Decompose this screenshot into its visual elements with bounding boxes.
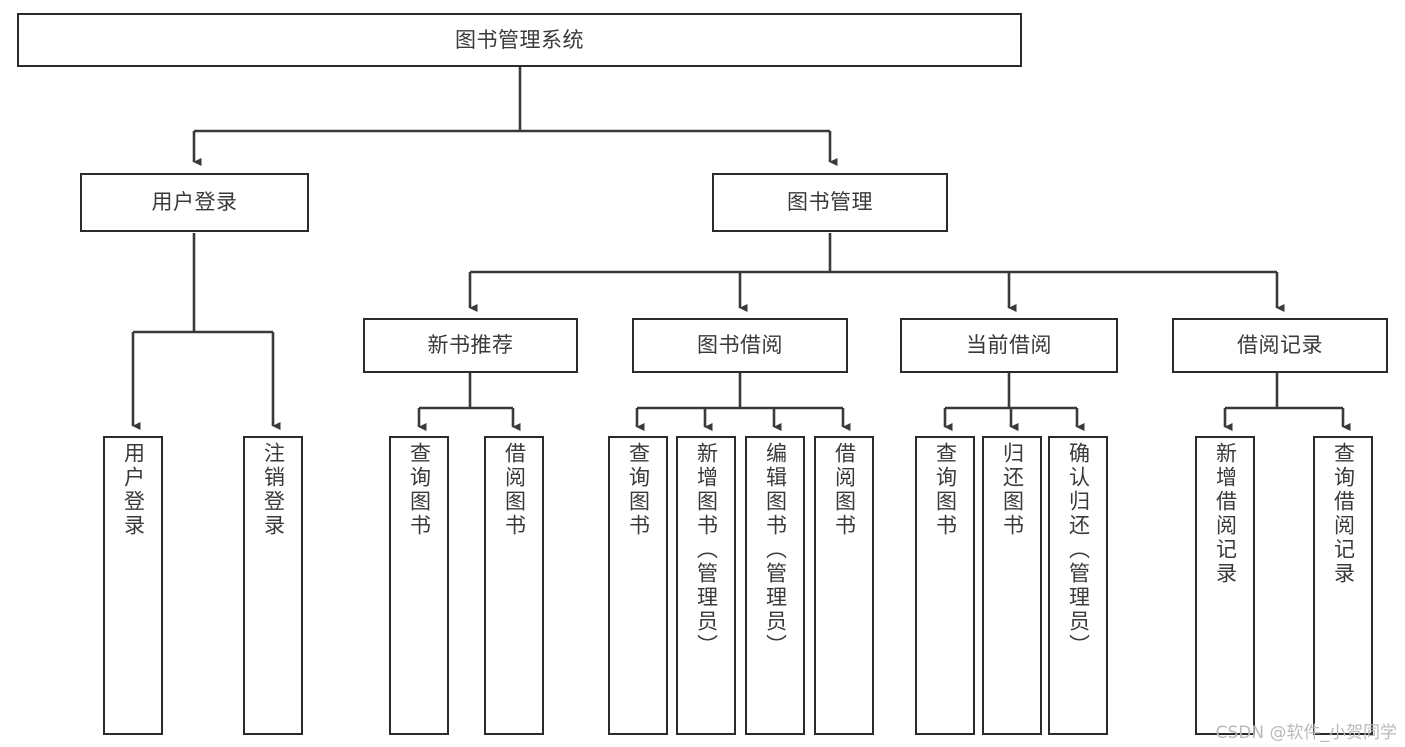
node-root-label: 图书管理系统 bbox=[455, 27, 584, 52]
node-leaf-borrow-book[interactable]: 借阅图书 bbox=[814, 436, 874, 735]
node-leaf-edit-book-admin-label: 编辑图书（管理员） bbox=[763, 442, 788, 658]
node-leaf-return-book[interactable]: 归还图书 bbox=[982, 436, 1042, 735]
node-borrow-record-label: 借阅记录 bbox=[1237, 333, 1323, 358]
node-leaf-edit-book-admin[interactable]: 编辑图书（管理员） bbox=[745, 436, 805, 735]
node-leaf-borrow-book-label: 借阅图书 bbox=[832, 442, 857, 538]
node-leaf-query-book-borrow-label: 查询图书 bbox=[626, 442, 651, 538]
node-leaf-add-borrow-record-label: 新增借阅记录 bbox=[1213, 442, 1238, 586]
node-user-login[interactable]: 用户登录 bbox=[80, 173, 309, 232]
node-root[interactable]: 图书管理系统 bbox=[17, 13, 1022, 67]
node-leaf-query-borrow-record[interactable]: 查询借阅记录 bbox=[1313, 436, 1373, 735]
node-leaf-add-borrow-record[interactable]: 新增借阅记录 bbox=[1195, 436, 1255, 735]
watermark-text: CSDN @软件_小贺同学 bbox=[1215, 723, 1397, 743]
node-current-borrow[interactable]: 当前借阅 bbox=[900, 318, 1118, 373]
node-leaf-user-logout[interactable]: 注销登录 bbox=[243, 436, 303, 735]
node-leaf-confirm-return-admin-label: 确认归还（管理员） bbox=[1066, 442, 1091, 658]
node-leaf-add-book-admin-label: 新增图书（管理员） bbox=[694, 442, 719, 658]
node-leaf-query-book-borrow[interactable]: 查询图书 bbox=[608, 436, 668, 735]
node-current-borrow-label: 当前借阅 bbox=[966, 333, 1052, 358]
node-leaf-query-book-recommend-label: 查询图书 bbox=[407, 442, 432, 538]
node-leaf-add-book-admin[interactable]: 新增图书（管理员） bbox=[676, 436, 736, 735]
node-leaf-query-borrow-record-label: 查询借阅记录 bbox=[1331, 442, 1356, 586]
node-leaf-query-book-current-label: 查询图书 bbox=[933, 442, 958, 538]
node-leaf-user-logout-label: 注销登录 bbox=[261, 442, 286, 538]
node-leaf-confirm-return-admin[interactable]: 确认归还（管理员） bbox=[1048, 436, 1108, 735]
node-book-borrow-label: 图书借阅 bbox=[697, 333, 783, 358]
node-borrow-record[interactable]: 借阅记录 bbox=[1172, 318, 1388, 373]
node-leaf-borrow-book-recommend-label: 借阅图书 bbox=[502, 442, 527, 538]
node-leaf-query-book-recommend[interactable]: 查询图书 bbox=[389, 436, 449, 735]
node-leaf-user-login[interactable]: 用户登录 bbox=[103, 436, 163, 735]
node-leaf-query-book-current[interactable]: 查询图书 bbox=[915, 436, 975, 735]
node-book-management[interactable]: 图书管理 bbox=[712, 173, 948, 232]
node-book-borrow[interactable]: 图书借阅 bbox=[632, 318, 848, 373]
node-leaf-user-login-label: 用户登录 bbox=[121, 442, 146, 538]
node-new-book-recommend[interactable]: 新书推荐 bbox=[363, 318, 578, 373]
node-leaf-borrow-book-recommend[interactable]: 借阅图书 bbox=[484, 436, 544, 735]
node-book-management-label: 图书管理 bbox=[787, 190, 873, 215]
node-new-book-recommend-label: 新书推荐 bbox=[427, 333, 514, 358]
node-user-login-label: 用户登录 bbox=[151, 190, 238, 215]
node-leaf-return-book-label: 归还图书 bbox=[1000, 442, 1025, 538]
